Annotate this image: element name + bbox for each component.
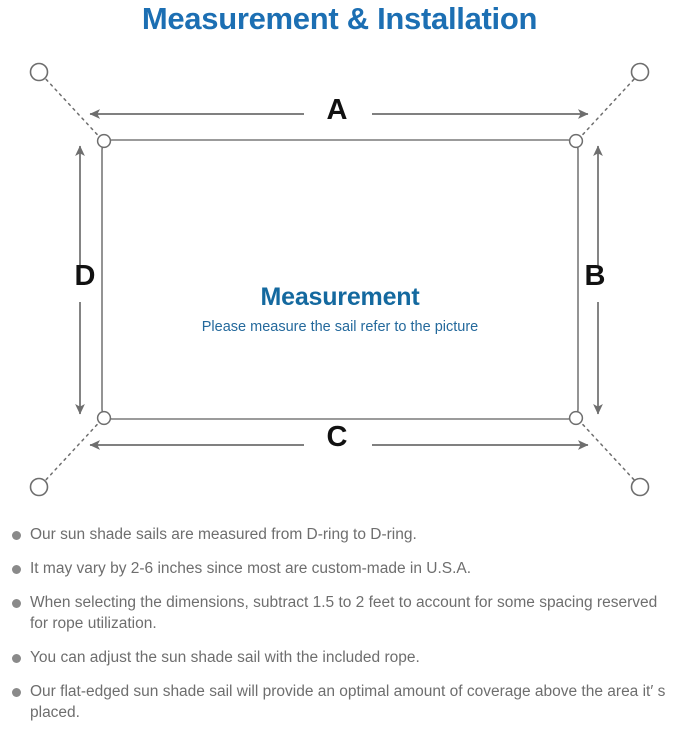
list-item: When selecting the dimensions, subtract … xyxy=(0,592,679,634)
list-item: Our flat-edged sun shade sail will provi… xyxy=(0,681,679,723)
list-item: You can adjust the sun shade sail with t… xyxy=(0,647,679,668)
bullet-icon xyxy=(12,654,21,663)
list-item: It may vary by 2-6 inches since most are… xyxy=(0,558,679,579)
rope-bottom-left xyxy=(42,414,107,484)
dimension-label-a: A xyxy=(326,94,348,126)
d-ring-icon-top-left xyxy=(96,133,112,149)
d-ring-icon-bottom-right xyxy=(568,410,584,426)
bullet-icon xyxy=(12,531,21,540)
rope-top-right xyxy=(573,75,638,145)
ring-icon-bottom-left xyxy=(29,477,49,497)
list-item: Our sun shade sails are measured from D-… xyxy=(0,524,679,545)
ring-icon-top-left xyxy=(29,62,49,82)
dimension-label-d: D xyxy=(74,260,96,292)
d-ring-icon-bottom-left xyxy=(96,410,112,426)
dimension-label-b: B xyxy=(584,260,606,292)
note-text: You can adjust the sun shade sail with t… xyxy=(30,649,420,666)
note-text: Our flat-edged sun shade sail will provi… xyxy=(30,683,666,721)
bullet-icon xyxy=(12,688,21,697)
rope-bottom-right xyxy=(573,414,638,484)
note-text: When selecting the dimensions, subtract … xyxy=(30,594,658,632)
bullet-icon xyxy=(12,565,21,574)
bullet-icon xyxy=(12,599,21,608)
rope-top-left xyxy=(42,75,107,145)
sail-outline xyxy=(101,139,579,420)
note-text: It may vary by 2-6 inches since most are… xyxy=(30,560,472,577)
note-text: Our sun shade sails are measured from D-… xyxy=(30,526,417,543)
ring-icon-bottom-right xyxy=(630,477,650,497)
page-title: Measurement & Installation xyxy=(141,1,538,36)
dimension-label-c: C xyxy=(326,421,348,453)
d-ring-icon-top-right xyxy=(568,133,584,149)
ring-icon-top-right xyxy=(630,62,650,82)
notes-list: Our sun shade sails are measured from D-… xyxy=(0,524,679,736)
